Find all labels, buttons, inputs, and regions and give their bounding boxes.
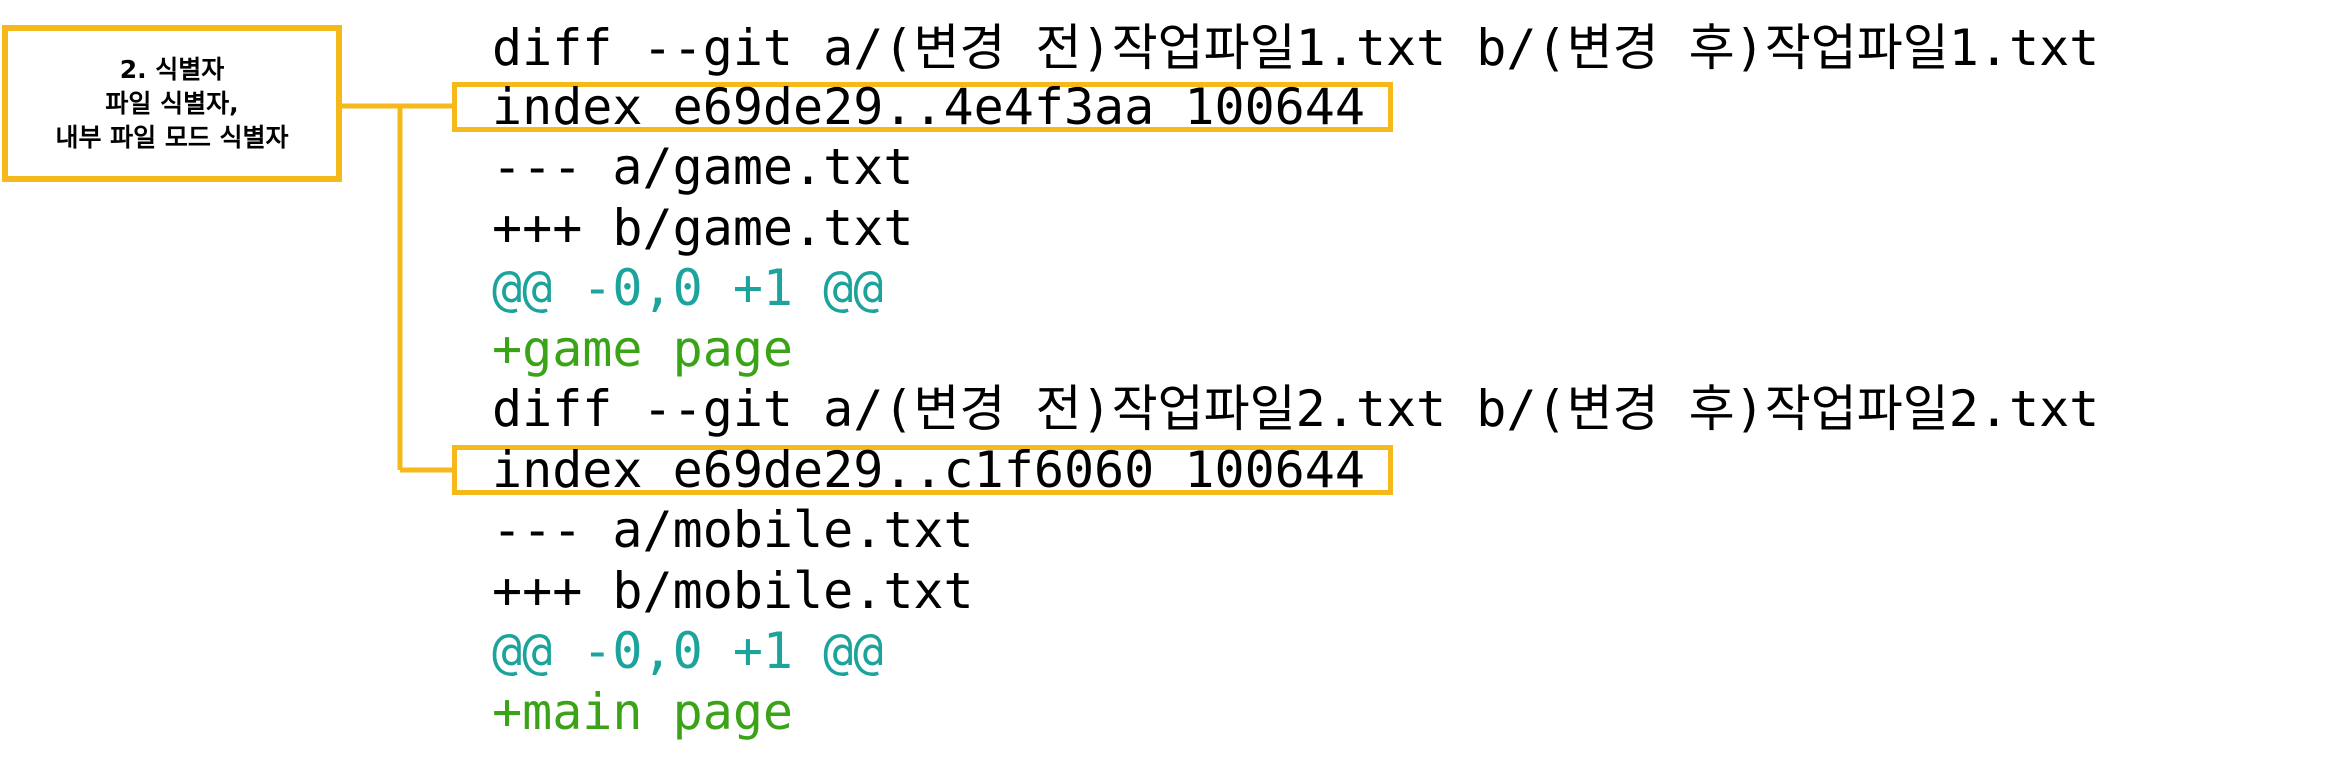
added-line-1: +game page xyxy=(492,320,794,378)
index-line-2: index e69de29..c1f6060 100644 xyxy=(492,441,1365,499)
diff-header-line-2: diff --git a/(변경 전)작업파일2.txt b/(변경 후)작업파… xyxy=(492,380,2100,438)
identifier-callout-box: 2. 식별자 파일 식별자, 내부 파일 모드 식별자 xyxy=(2,25,342,182)
callout-line-mode-identifier: 내부 파일 모드 식별자 xyxy=(55,122,289,152)
index-line-1: index e69de29..4e4f3aa 100644 xyxy=(492,78,1365,136)
added-line-2: +main page xyxy=(492,683,794,741)
hunk-header-line-2: @@ -0,0 +1 @@ xyxy=(492,622,884,680)
diff-header-line-1: diff --git a/(변경 전)작업파일1.txt b/(변경 후)작업파… xyxy=(492,19,2100,77)
callout-title: 2. 식별자 xyxy=(119,54,225,84)
new-file-line-2: +++ b/mobile.txt xyxy=(492,562,974,620)
old-file-line-2: --- a/mobile.txt xyxy=(492,501,974,559)
hunk-header-line-1: @@ -0,0 +1 @@ xyxy=(492,259,884,317)
index-highlight-box-2 xyxy=(452,445,1393,495)
callout-line-file-identifier: 파일 식별자, xyxy=(105,88,239,118)
new-file-line-1: +++ b/game.txt xyxy=(492,199,914,257)
index-highlight-box-1 xyxy=(452,82,1393,132)
old-file-line-1: --- a/game.txt xyxy=(492,138,914,196)
